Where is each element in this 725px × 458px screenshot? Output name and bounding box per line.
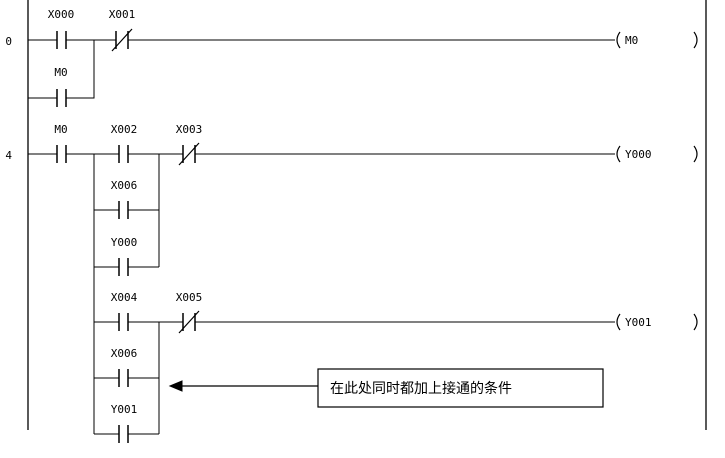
contact-label: X005: [176, 291, 203, 304]
contact-label: X006: [111, 179, 138, 192]
annotation: 在此处同时都加上接通的条件: [168, 368, 604, 408]
no-contact[interactable]: M0: [54, 66, 68, 107]
rung-0: 0 X000 X001 M0 M0: [5, 8, 698, 107]
coil-label: Y000: [625, 148, 652, 161]
no-contact[interactable]: X004: [111, 291, 138, 331]
step-number: 0: [5, 35, 12, 48]
output-coil[interactable]: M0: [616, 31, 698, 49]
nc-contact[interactable]: X001: [109, 8, 136, 52]
contact-label: M0: [54, 66, 67, 79]
output-coil[interactable]: Y001: [616, 313, 698, 331]
contact-label: X001: [109, 8, 136, 21]
contact-label: X000: [48, 8, 75, 21]
no-contact[interactable]: X002: [111, 123, 138, 163]
nc-contact[interactable]: X003: [176, 123, 203, 166]
arrow-head-icon: [168, 380, 183, 392]
contact-label: X004: [111, 291, 138, 304]
step-number: 4: [5, 149, 12, 162]
no-contact[interactable]: X006: [111, 347, 138, 387]
contact-label: M0: [54, 123, 67, 136]
contact-label: Y000: [111, 236, 138, 249]
no-contact[interactable]: X000: [48, 8, 75, 49]
wire: [28, 40, 95, 99]
wire: [94, 209, 159, 268]
wire: [94, 377, 159, 435]
annotation-text: 在此处同时都加上接通的条件: [330, 380, 512, 397]
coil-label: M0: [625, 34, 638, 47]
no-contact[interactable]: M0: [54, 123, 68, 163]
contact-label: X003: [176, 123, 203, 136]
no-contact[interactable]: Y001: [111, 403, 138, 443]
coil-label: Y001: [625, 316, 652, 329]
nc-contact[interactable]: X005: [176, 291, 203, 334]
contact-label: X002: [111, 123, 138, 136]
contact-label: Y001: [111, 403, 138, 416]
no-contact[interactable]: Y000: [111, 236, 138, 276]
contact-label: X006: [111, 347, 138, 360]
annotation-box: [317, 368, 604, 408]
rung-4: 4 M0 X002 X003: [5, 123, 698, 443]
output-coil[interactable]: Y000: [616, 145, 698, 163]
no-contact[interactable]: X006: [111, 179, 138, 219]
